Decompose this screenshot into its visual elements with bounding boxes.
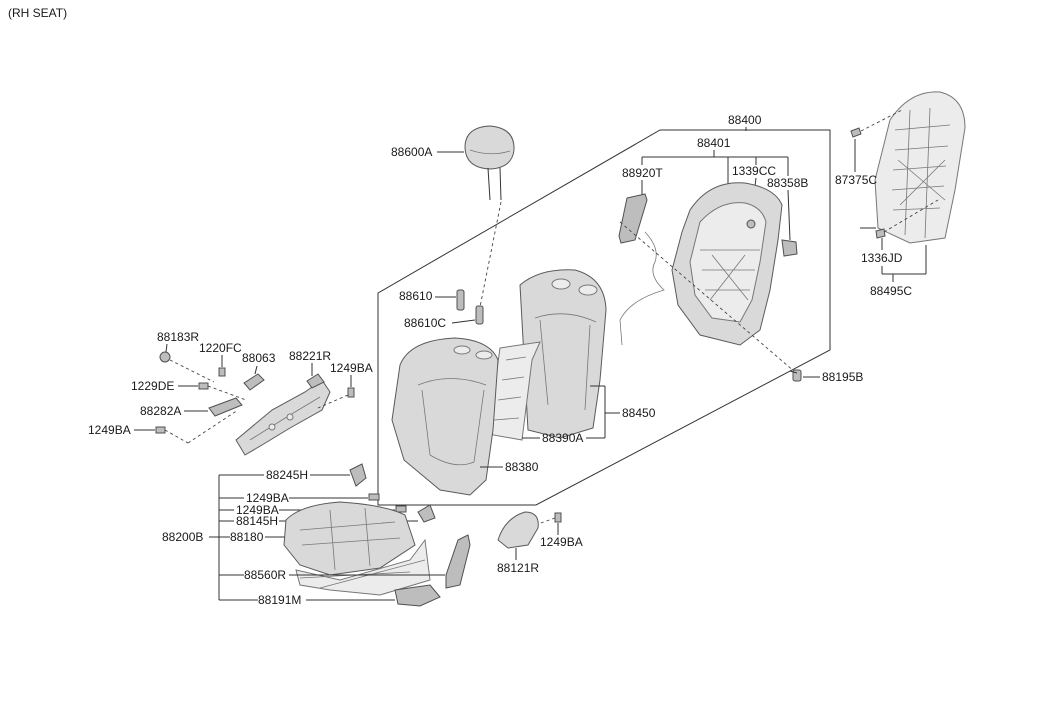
dash-headrest-guide [478,201,502,313]
dash-1249BA-b [164,429,189,444]
label-1249BA-c[interactable]: 1249BA [246,491,289,505]
bolt-88195B [789,369,802,382]
label-88450[interactable]: 88450 [622,406,656,420]
leader-88610C [451,319,476,324]
label-88183R[interactable]: 88183R [157,330,199,344]
bolt-1249BA-a [347,387,355,398]
bolt-1249BA-b [155,426,166,434]
cover-88221R-top [306,373,325,389]
label-1229DE[interactable]: 1229DE [131,379,174,393]
dash-88183R [169,359,215,383]
label-88380[interactable]: 88380 [505,460,539,474]
back-board-texture [493,356,527,421]
label-88282A[interactable]: 88282A [140,404,181,418]
headrest [464,125,515,201]
screw-1229DE [198,382,209,390]
dash-clip-1336JD [883,199,939,233]
label-87375C[interactable]: 87375C [835,173,877,187]
back-pad-88450 [519,269,607,439]
label-88245H[interactable]: 88245H [266,468,308,482]
dash-1249BA-e [537,517,556,525]
label-1249BA-b[interactable]: 1249BA [88,423,131,437]
dash-frame-bolt [619,221,796,373]
nut-1339CC [746,219,756,229]
label-1336JD[interactable]: 1336JD [861,251,903,265]
diagram-title: (RH SEAT) [8,6,67,20]
bracket-88145H [417,504,436,523]
handle-88282A [208,397,243,417]
label-88063[interactable]: 88063 [242,351,276,365]
leader-88358B [787,189,791,241]
label-88920T[interactable]: 88920T [622,166,663,180]
airbag-wire-harness [619,231,665,346]
label-88221R[interactable]: 88221R [289,349,331,363]
leader-88183R [165,343,168,353]
motor-88191M [394,584,441,607]
label-88180[interactable]: 88180 [230,530,264,544]
label-1220FC[interactable]: 1220FC [199,341,242,355]
bolt-1249BA-c [368,493,380,501]
side-shield-88221R [235,379,331,456]
label-88191M[interactable]: 88191M [258,593,301,607]
label-88390A[interactable]: 88390A [542,431,583,445]
bracket-88358B [781,239,798,257]
seatback-frame [671,182,783,346]
guide-88610C [475,305,484,325]
clip-87375C [850,127,862,138]
recliner-cover-88121R [497,511,539,549]
rear-back-panel [874,91,966,244]
label-1339CC[interactable]: 1339CC [732,164,776,178]
dash-1229DE [207,385,247,401]
side-trim-88560R [445,534,471,589]
dash-1249BA-b-2 [187,409,239,444]
knob-88063 [243,373,265,391]
side-airbag-module [618,193,648,244]
assembly-88400-boundary [377,129,831,506]
label-1249BA-e[interactable]: 1249BA [540,535,583,549]
bolt-1249BA-e [554,512,562,523]
label-1249BA-d[interactable]: 1249BA [236,503,279,517]
label-88401[interactable]: 88401 [697,136,731,150]
label-88610[interactable]: 88610 [399,289,433,303]
screw-1220FC [218,367,226,377]
bracket-88245H [349,463,367,487]
label-88145H[interactable]: 88145H [236,514,278,528]
label-88400[interactable]: 88400 [728,113,762,127]
dash-clip-87375C [860,109,903,132]
label-88358B[interactable]: 88358B [767,176,808,190]
leader-88063 [254,365,258,375]
guide-88610 [456,289,465,311]
label-88200B[interactable]: 88200B [162,530,203,544]
seat-cushion [283,501,416,576]
label-88121R[interactable]: 88121R [497,561,539,575]
bolt-1249BA-d [395,505,407,513]
label-88610C[interactable]: 88610C [404,316,446,330]
cap-88183R [159,351,171,363]
back-cover-88380 [391,337,499,496]
clip-1336JD [875,228,886,239]
label-1249BA-a[interactable]: 1249BA [330,361,373,375]
label-88560R[interactable]: 88560R [244,568,286,582]
label-88195B[interactable]: 88195B [822,370,863,384]
label-88600A[interactable]: 88600A [391,145,432,159]
label-88495C[interactable]: 88495C [870,284,912,298]
